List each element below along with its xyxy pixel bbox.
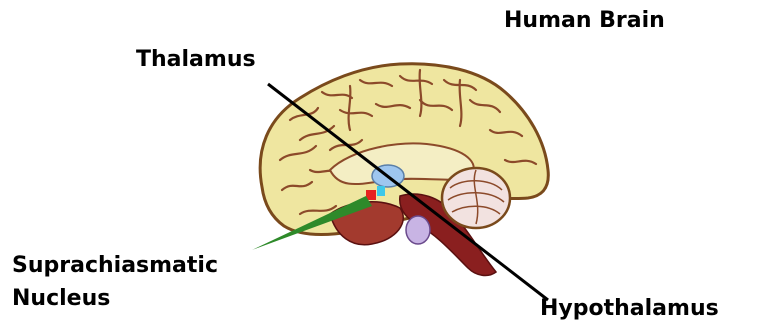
label-nucleus: Nucleus	[12, 288, 110, 310]
pituitary	[406, 216, 430, 244]
label-hypothalamus: Hypothalamus	[540, 298, 719, 320]
diagram-title: Human Brain	[504, 10, 665, 32]
scn-marker-cyan	[377, 186, 385, 196]
label-suprachiasmatic: Suprachiasmatic	[12, 255, 218, 277]
label-thalamus: Thalamus	[136, 49, 256, 71]
